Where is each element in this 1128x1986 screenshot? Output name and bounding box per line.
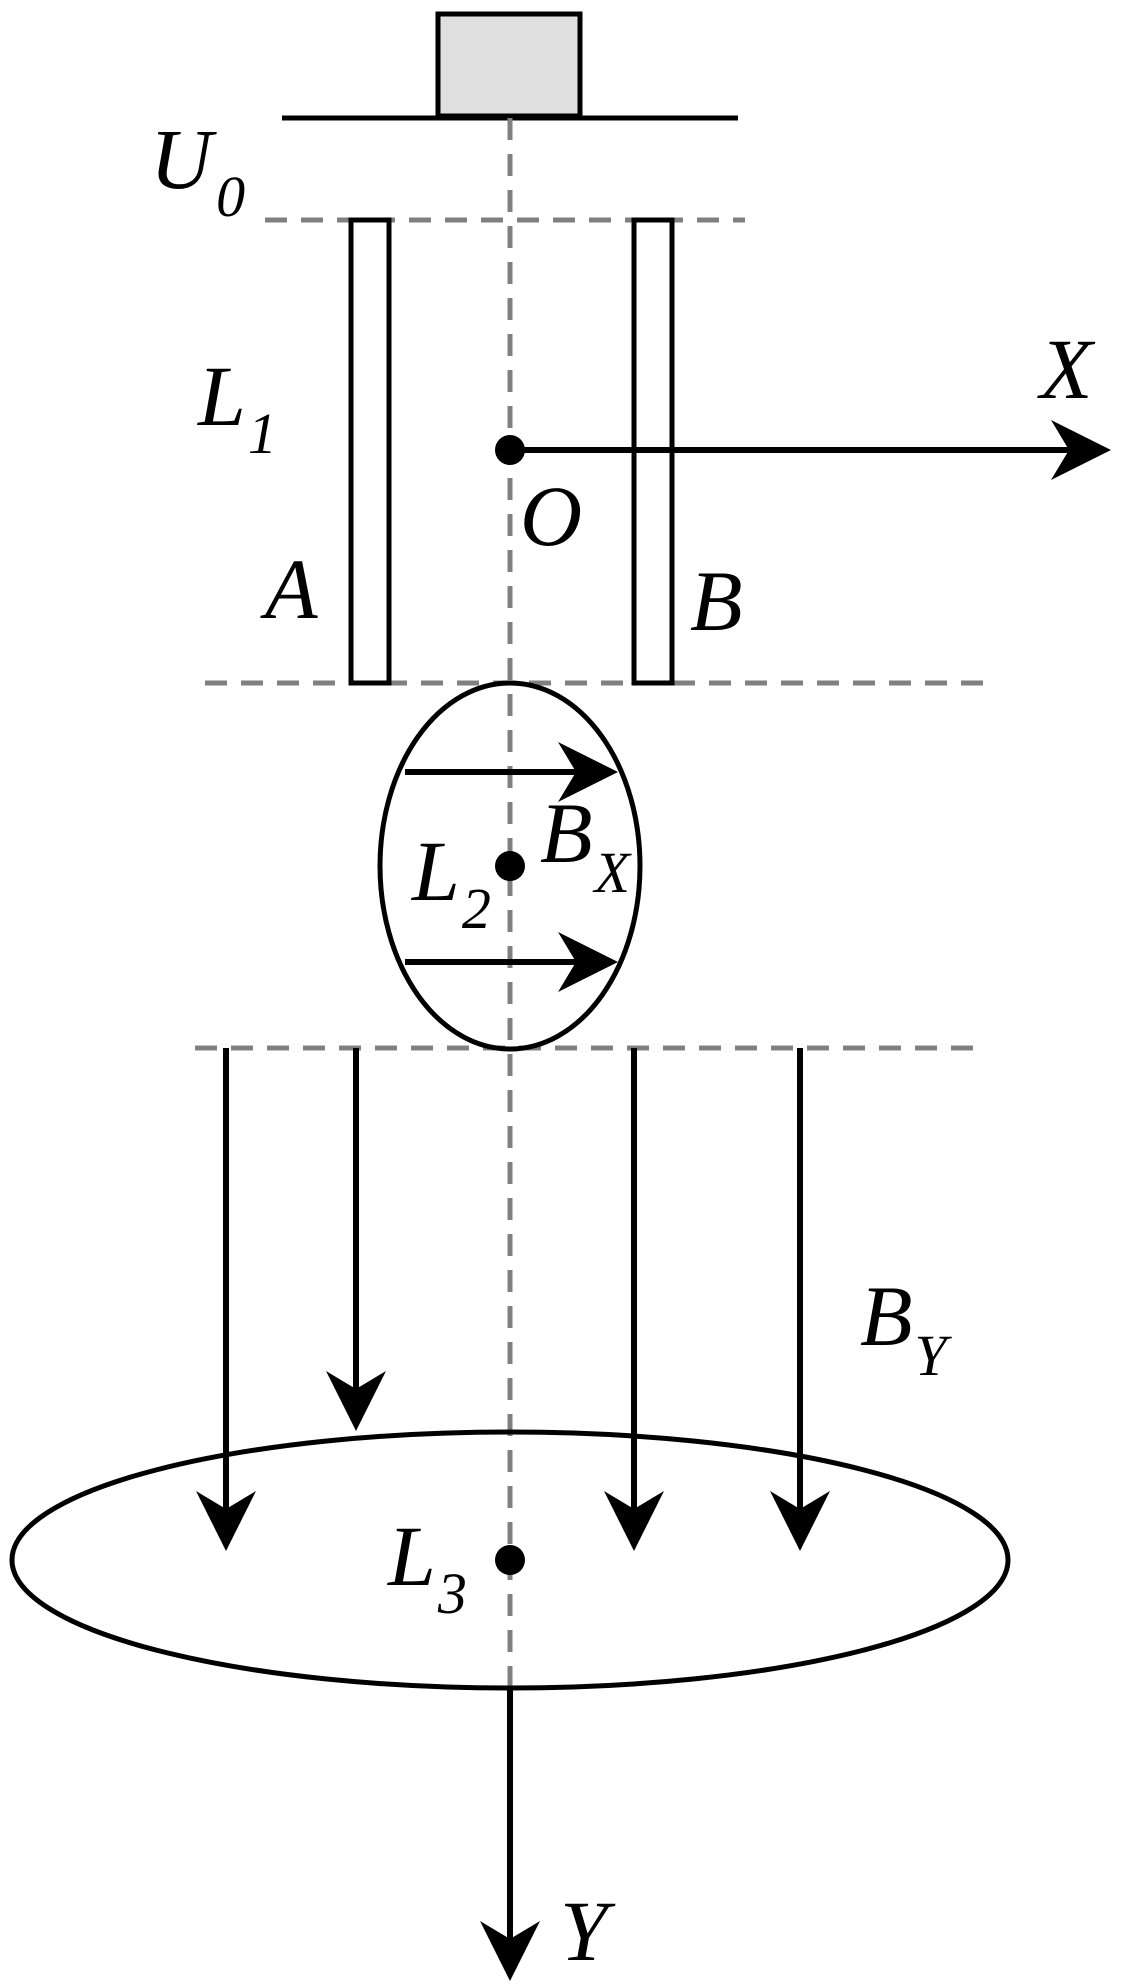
source-block xyxy=(435,11,583,119)
label-l1: L1 xyxy=(196,348,277,466)
origin-point xyxy=(495,435,525,465)
label-l2: L2 xyxy=(410,823,491,941)
label-bx: BX xyxy=(540,785,633,905)
lens-l3-center xyxy=(495,1545,525,1575)
label-by: BY xyxy=(860,1268,953,1388)
lens-l2-center xyxy=(495,851,525,881)
label-o: O xyxy=(520,468,582,564)
lens-l2 xyxy=(377,680,643,1052)
label-a: A xyxy=(260,541,318,637)
plate-a xyxy=(348,217,392,686)
label-l3: L3 xyxy=(386,1508,467,1626)
label-u0: U0 xyxy=(150,111,245,229)
label-y: Y xyxy=(560,1883,616,1979)
label-x: X xyxy=(1037,321,1096,417)
lens-l3 xyxy=(9,1429,1011,1691)
label-b: B xyxy=(690,553,743,649)
